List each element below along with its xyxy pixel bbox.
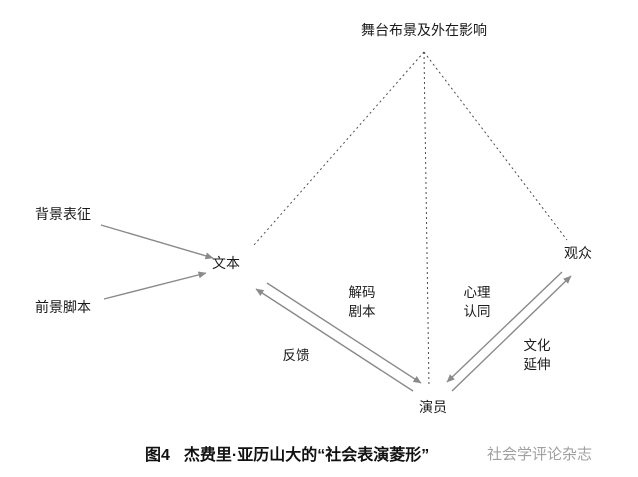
figure-title: 杰费里·亚历山大的“社会表演菱形” (183, 447, 430, 464)
node-audience-label: 观众 (564, 245, 592, 261)
dotted-line-stage-to-text (253, 51, 425, 246)
node-actor-label: 演员 (419, 399, 447, 415)
arrow-background-to-text (100, 224, 214, 260)
node-background-label: 背景表征 (35, 206, 91, 222)
edge-label-feedback: 反馈 (283, 348, 310, 363)
watermark-text: 社会学评论杂志 (487, 446, 593, 463)
figure-caption: 图4 杰费里·亚历山大的“社会表演菱形” (145, 441, 429, 465)
node-stage-label: 舞台布景及外在影响 (361, 22, 487, 38)
edge-label-decode-line1: 解码 (349, 285, 376, 300)
arrow-actor-to-audience-culture (451, 275, 572, 392)
edge-label-psych-line2: 认同 (464, 304, 491, 319)
arrow-actor-to-text-feedback (255, 288, 414, 392)
dotted-line-stage-to-audience (423, 51, 568, 241)
figure-number: 图4 (145, 447, 170, 464)
edge-label-culture-line1: 文化 (524, 338, 551, 353)
arrow-foreground-to-text (103, 271, 207, 300)
dotted-line-stage-to-actor (423, 51, 430, 388)
node-text-label: 文本 (212, 255, 240, 271)
edge-label-decode-line2: 剧本 (349, 304, 376, 319)
arrow-text-to-actor-decode (266, 282, 422, 384)
edge-label-culture-line2: 延伸 (524, 357, 551, 372)
node-foreground-label: 前景脚本 (35, 299, 91, 315)
edge-label-psych-line1: 心理 (464, 285, 491, 300)
arrow-audience-to-actor-psych (446, 271, 563, 383)
